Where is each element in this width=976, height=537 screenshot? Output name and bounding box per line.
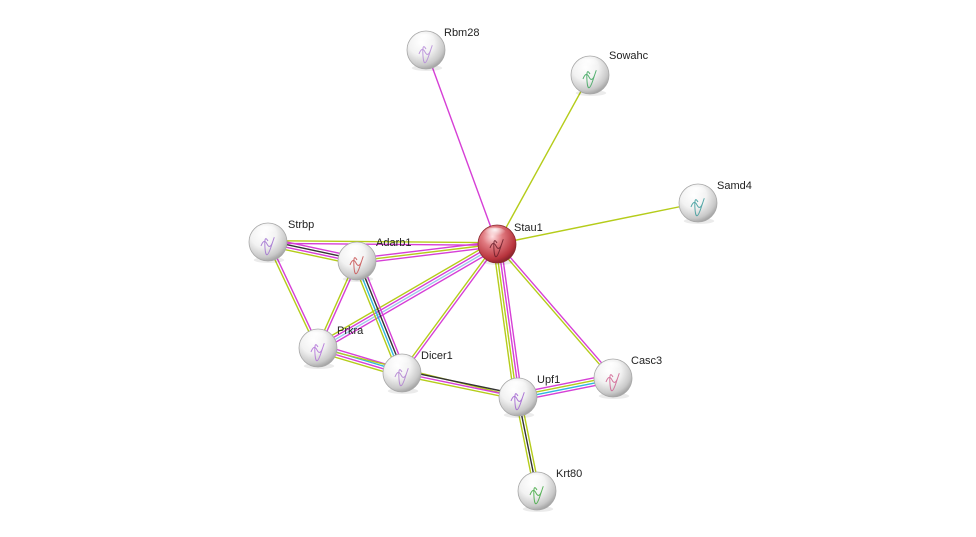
edge-line-databases: [355, 261, 402, 374]
edge-line-textmining: [268, 240, 498, 244]
node-highlight: [599, 361, 623, 374]
node-highlight: [504, 380, 528, 393]
edge-strbp-prkra[interactable]: [266, 241, 320, 349]
node-highlight: [523, 474, 547, 487]
node-casc3[interactable]: Casc3: [593, 355, 662, 399]
node-label: Samd4: [717, 180, 752, 192]
edge-line-coexpression: [357, 260, 404, 373]
edge-stau1-rbm28[interactable]: [425, 49, 498, 245]
node-highlight: [483, 227, 507, 240]
protein-structure-icon: [394, 368, 409, 387]
edge-stau1-sowahc[interactable]: [496, 74, 591, 245]
node-highlight: [412, 33, 436, 46]
edge-line-textmining: [401, 374, 518, 401]
node-label: Upf1: [537, 374, 560, 386]
node-label: Krt80: [556, 468, 582, 480]
edge-line-experiments: [500, 243, 523, 397]
edge-stau1-dicer1[interactable]: [400, 242, 499, 375]
edge-line-textmining: [496, 74, 591, 245]
node-prkra[interactable]: Prkra: [298, 325, 364, 369]
edge-line-textmining: [315, 240, 496, 346]
node-highlight: [304, 331, 328, 344]
protein-structure-icon: [582, 70, 597, 89]
edge-line-textmining: [492, 244, 515, 398]
protein-structure-icon: [260, 237, 275, 256]
node-adarb1[interactable]: Adarb1: [337, 237, 411, 282]
edge-stau1-prkra[interactable]: [315, 240, 500, 352]
edges-layer: [266, 49, 699, 492]
edge-line-textmining: [495, 244, 518, 398]
edge-stau1-samd4[interactable]: [496, 202, 699, 245]
edge-adarb1-dicer1[interactable]: [352, 259, 407, 375]
edge-line-experiments: [425, 49, 498, 245]
node-label: Casc3: [631, 355, 662, 367]
protein-structure-icon: [418, 45, 433, 64]
node-highlight: [684, 186, 708, 199]
edge-line-experiments: [356, 240, 497, 260]
node-samd4[interactable]: Samd4: [678, 180, 752, 224]
edge-line-experiments: [357, 245, 498, 265]
edge-line-experiments: [316, 242, 497, 348]
node-rbm28[interactable]: Rbm28: [406, 27, 479, 71]
node-krt80[interactable]: Krt80: [517, 468, 582, 512]
node-highlight: [388, 356, 412, 369]
protein-structure-icon: [349, 256, 364, 275]
edge-line-experiments: [319, 246, 500, 352]
protein-structure-icon: [690, 198, 705, 217]
node-label: Adarb1: [376, 237, 411, 249]
node-label: Dicer1: [421, 350, 453, 362]
node-label: Strbp: [288, 219, 314, 231]
node-highlight: [576, 58, 600, 71]
edge-stau1-adarb1[interactable]: [356, 240, 498, 265]
edge-stau1-casc3[interactable]: [495, 242, 615, 380]
edge-stau1-upf1[interactable]: [492, 243, 523, 398]
node-label: Prkra: [337, 325, 364, 337]
node-strbp[interactable]: Strbp: [248, 219, 314, 263]
edge-line-experiments: [402, 244, 499, 375]
node-upf1[interactable]: Upf1: [498, 374, 560, 418]
edge-line-experiments: [497, 243, 520, 397]
edge-line-textmining: [400, 242, 497, 373]
edge-line-experiments: [359, 259, 407, 372]
edge-line-coexpression: [402, 369, 519, 396]
protein-structure-icon: [529, 486, 544, 505]
edge-line-experiments: [497, 242, 615, 378]
edge-line-homology: [318, 244, 499, 350]
protein-structure-icon: [489, 239, 504, 258]
edge-line-experiments: [401, 372, 519, 398]
node-label: Stau1: [514, 222, 543, 234]
edge-line-textmining: [496, 202, 699, 245]
protein-structure-icon: [605, 373, 620, 392]
edge-line-textmining: [356, 243, 498, 262]
protein-structure-icon: [510, 392, 525, 411]
node-label: Sowahc: [609, 50, 649, 62]
node-highlight: [343, 244, 367, 257]
node-stau1[interactable]: Stau1: [477, 222, 543, 265]
edge-line-experiments: [268, 241, 320, 348]
edge-dicer1-upf1[interactable]: [401, 369, 519, 401]
edge-line-experiments: [267, 242, 497, 246]
edge-line-textmining: [352, 262, 400, 375]
node-label: Rbm28: [444, 27, 479, 39]
node-highlight: [254, 225, 278, 238]
edge-line-textmining: [266, 242, 318, 349]
edge-stau1-strbp[interactable]: [267, 240, 498, 246]
node-sowahc[interactable]: Sowahc: [570, 50, 649, 96]
protein-structure-icon: [310, 343, 325, 362]
edge-line-textmining: [495, 244, 613, 380]
node-dicer1[interactable]: Dicer1: [382, 350, 453, 394]
